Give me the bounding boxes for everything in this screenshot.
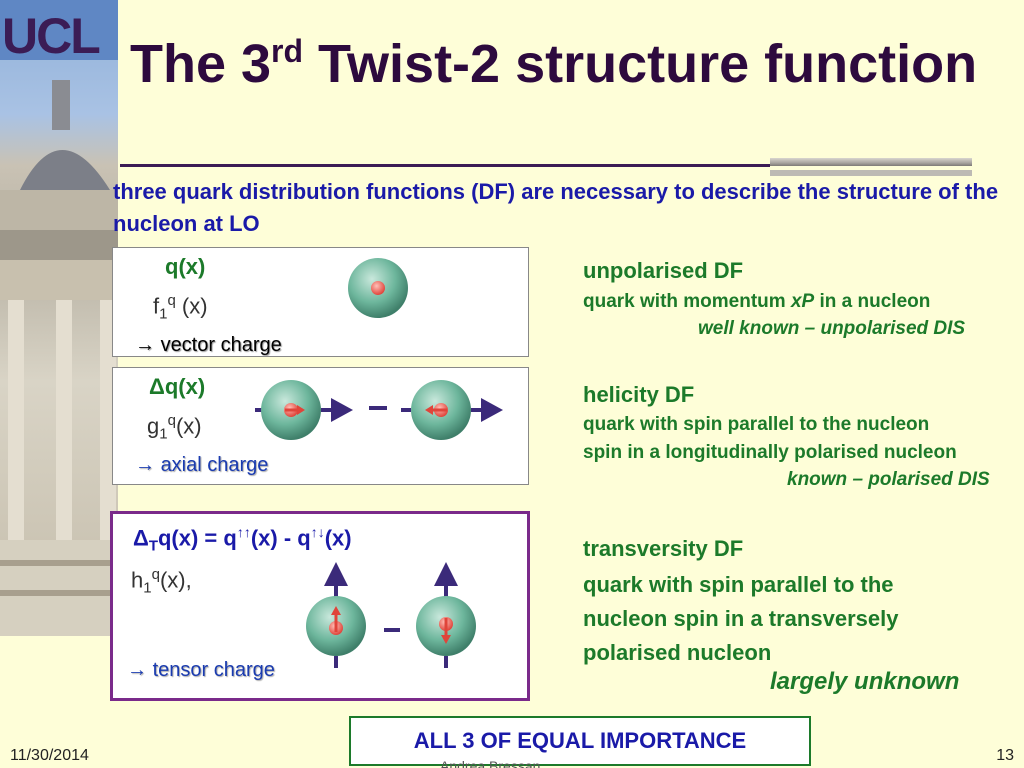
arrow-right-icon: →: [135, 334, 155, 356]
footer-author: Andrea Bressan: [440, 758, 541, 768]
charge-text: axial charge: [160, 454, 269, 476]
helicity-function-label: g1q(x): [147, 412, 202, 443]
importance-callout: ALL 3 OF EQUAL IMPORTANCE: [349, 716, 811, 766]
title-accent-bar: [770, 158, 972, 166]
desc-text: quark with momentum: [583, 291, 791, 312]
quark-spin-arrowhead: [441, 635, 451, 644]
charge-text: vector charge: [160, 334, 282, 356]
quark-spin-arrowhead: [425, 405, 433, 415]
helicity-function-name: Δq(x): [149, 374, 205, 400]
transversity-df-status: largely unknown: [770, 668, 960, 695]
vector-charge-label: → vector charge: [135, 334, 282, 357]
axial-charge-label: → axial charge: [135, 454, 268, 477]
label-tail: (x): [175, 413, 202, 439]
nucleon-spin-arrow-icon: [331, 398, 353, 422]
name-part-a: q(x) = q: [157, 525, 237, 551]
transversity-nucleon-diagram: [306, 562, 476, 668]
transversity-df-heading: transversity DF: [583, 536, 744, 561]
page-number: 13: [996, 747, 1014, 764]
nucleon-spin-up-arrow-icon: [324, 562, 348, 586]
unpolarised-df-status: well known – unpolarised DIS: [698, 318, 966, 339]
nucleon-spin-up-arrow-icon: [434, 562, 458, 586]
label-sub: 1: [159, 305, 168, 323]
label-sup: q: [167, 412, 176, 429]
title-accent-bar-lower: [770, 170, 972, 176]
footer-date: 11/30/2014: [10, 747, 89, 764]
quark-icon: [371, 281, 385, 295]
unpolarised-nucleon-diagram: [348, 258, 408, 318]
function-text: q(x): [164, 374, 206, 399]
desc-line: nucleon spin in a transversely: [583, 606, 899, 631]
helicity-nucleon-diagram: [255, 380, 503, 440]
unpolarised-df-description: quark with momentum xP in a nucleon: [583, 291, 930, 313]
arrow-right-icon: →: [127, 659, 147, 681]
name-sub: T: [148, 537, 158, 555]
delta-symbol: Δ: [133, 525, 149, 551]
delta-symbol: Δ: [149, 374, 165, 399]
unpolarised-function-label: f1q (x): [153, 292, 208, 323]
charge-text: tensor charge: [152, 659, 275, 681]
unpolarised-function-name: q(x): [165, 254, 206, 279]
desc-text: in a nucleon: [814, 291, 931, 312]
helicity-df-heading: helicity DF: [583, 382, 695, 407]
helicity-df-line-2: spin in a longitudinally polarised nucle…: [583, 442, 957, 463]
label-sup: q: [167, 292, 176, 309]
label-base: f: [153, 293, 160, 319]
label-base: g: [147, 413, 160, 439]
transversity-df-description: quark with spin parallel to the nucleon …: [583, 568, 898, 670]
desc-emphasis: xP: [790, 291, 815, 312]
desc-line: polarised nucleon: [583, 640, 772, 665]
name-part-b: (x) - q: [250, 525, 311, 551]
title-superscript: rd: [271, 33, 304, 69]
quark-spin-arrowhead: [297, 405, 305, 415]
arrow-right-icon: →: [135, 454, 155, 476]
intro-text: three quark distribution functions (DF) …: [113, 179, 999, 236]
label-sub: 1: [159, 425, 168, 443]
unpolarised-box: q(x) f1q (x) → vector charge: [112, 247, 529, 357]
label-tail: (x): [175, 293, 208, 319]
unpolarised-df-heading: unpolarised DF: [583, 258, 744, 283]
quark-spin-arrowhead: [331, 606, 341, 615]
title-underline: [120, 164, 770, 167]
tensor-charge-label: → tensor charge: [127, 659, 275, 682]
title-prefix: The 3: [130, 34, 272, 94]
label-sub: 1: [143, 579, 152, 597]
desc-line: quark with spin parallel to the: [583, 572, 894, 597]
transversity-function-name: ΔTq(x) = q↑↑(x) - q↑↓(x): [133, 524, 352, 555]
name-part-c: (x): [324, 525, 352, 551]
helicity-df-line-1: quark with spin parallel to the nucleon: [583, 414, 930, 435]
title-rest: Twist-2 structure function: [303, 34, 978, 94]
nucleon-spin-arrow-icon: [481, 398, 503, 422]
name-sup-b: ↑↓: [310, 524, 325, 540]
ucl-logo: UCL: [2, 8, 101, 64]
building-photo: UCL: [0, 0, 118, 636]
label-base: h: [131, 567, 144, 593]
label-tail: (x),: [159, 567, 192, 593]
slide-title: The 3rd Twist-2 structure function: [130, 20, 1010, 95]
name-sup-a: ↑↑: [236, 524, 251, 540]
label-sup: q: [151, 566, 160, 583]
building-illustration: [0, 0, 118, 636]
transversity-function-label: h1q(x),: [131, 566, 192, 597]
helicity-df-status: known – polarised DIS: [787, 469, 990, 490]
